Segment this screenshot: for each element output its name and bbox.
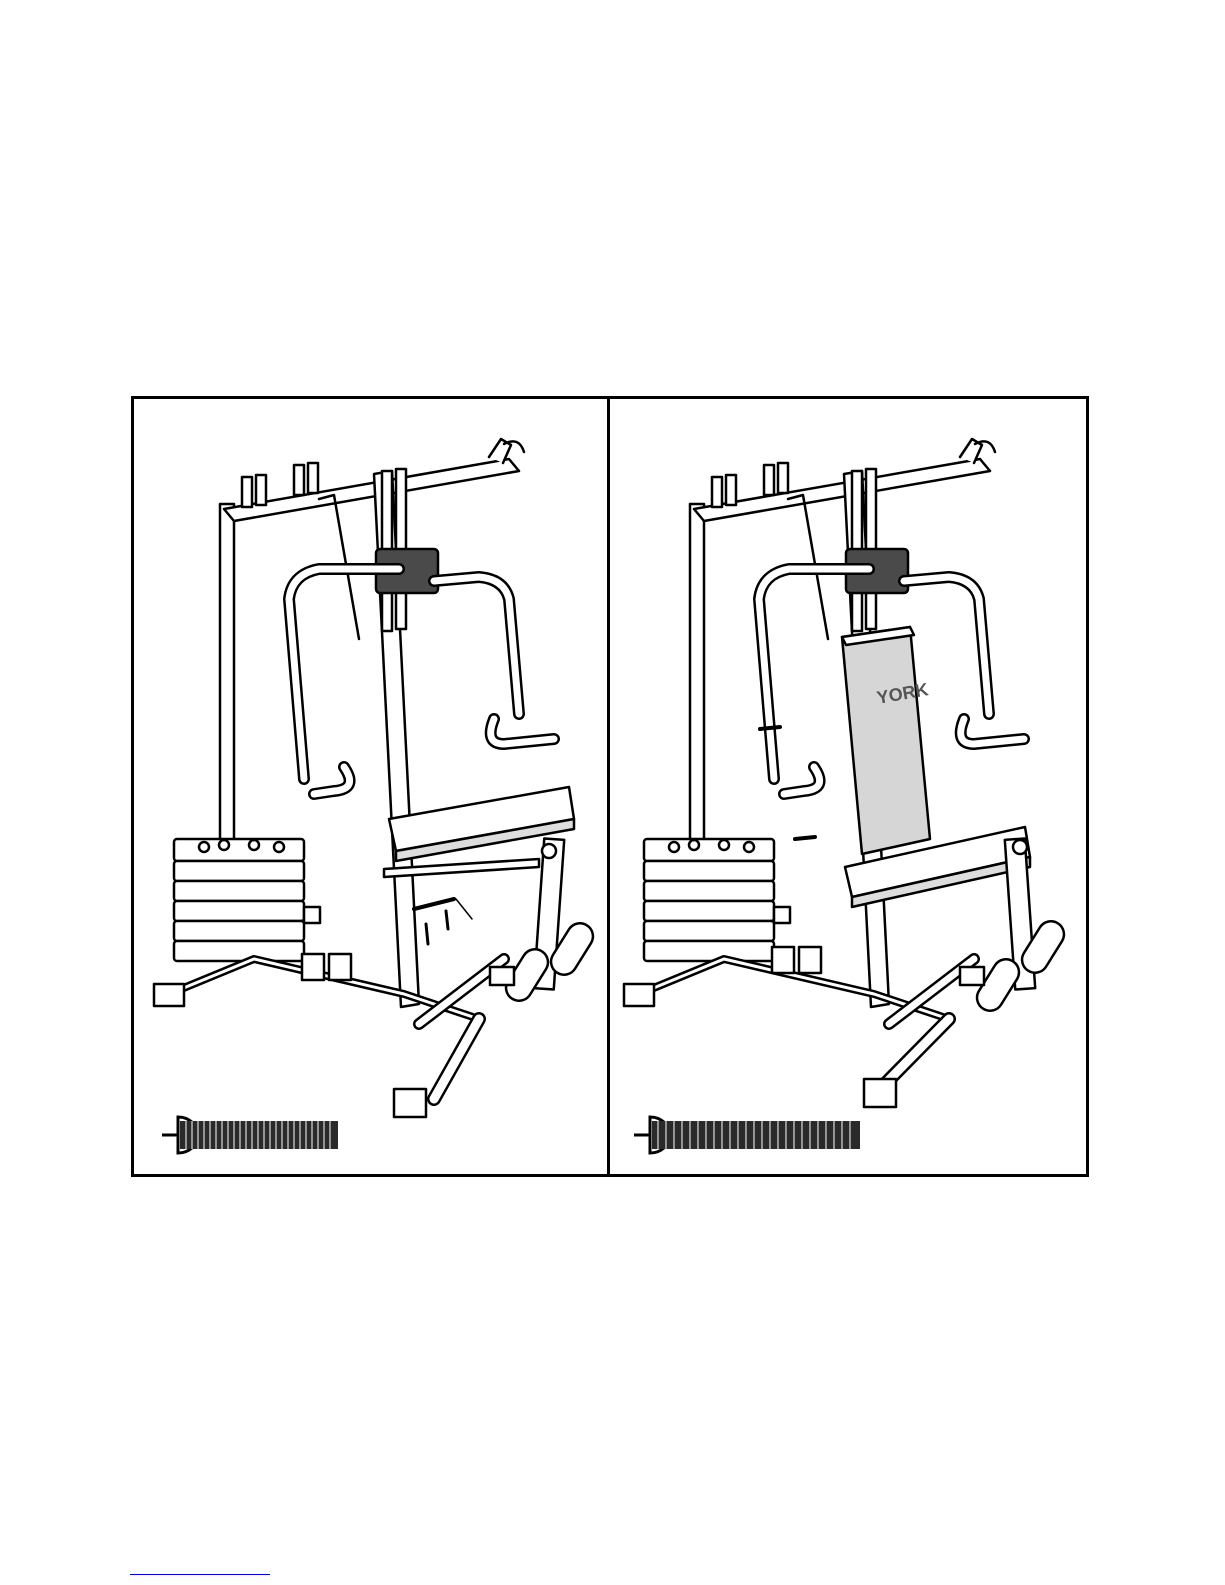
gym-illustration-before xyxy=(134,399,607,1174)
top-beam xyxy=(224,459,519,521)
gym-illustration-after: YORK xyxy=(610,399,1086,1174)
panel-after: YORK xyxy=(610,399,1086,1174)
panel-before xyxy=(134,399,607,1174)
figure-frame: YORK xyxy=(131,396,1089,1177)
weight-stack xyxy=(174,839,304,961)
bolt-diagram xyxy=(162,1117,338,1153)
rear-upright xyxy=(220,504,234,864)
bolt-diagram xyxy=(634,1117,860,1153)
back-pad xyxy=(842,627,930,854)
footer-link-rule xyxy=(130,1574,270,1575)
